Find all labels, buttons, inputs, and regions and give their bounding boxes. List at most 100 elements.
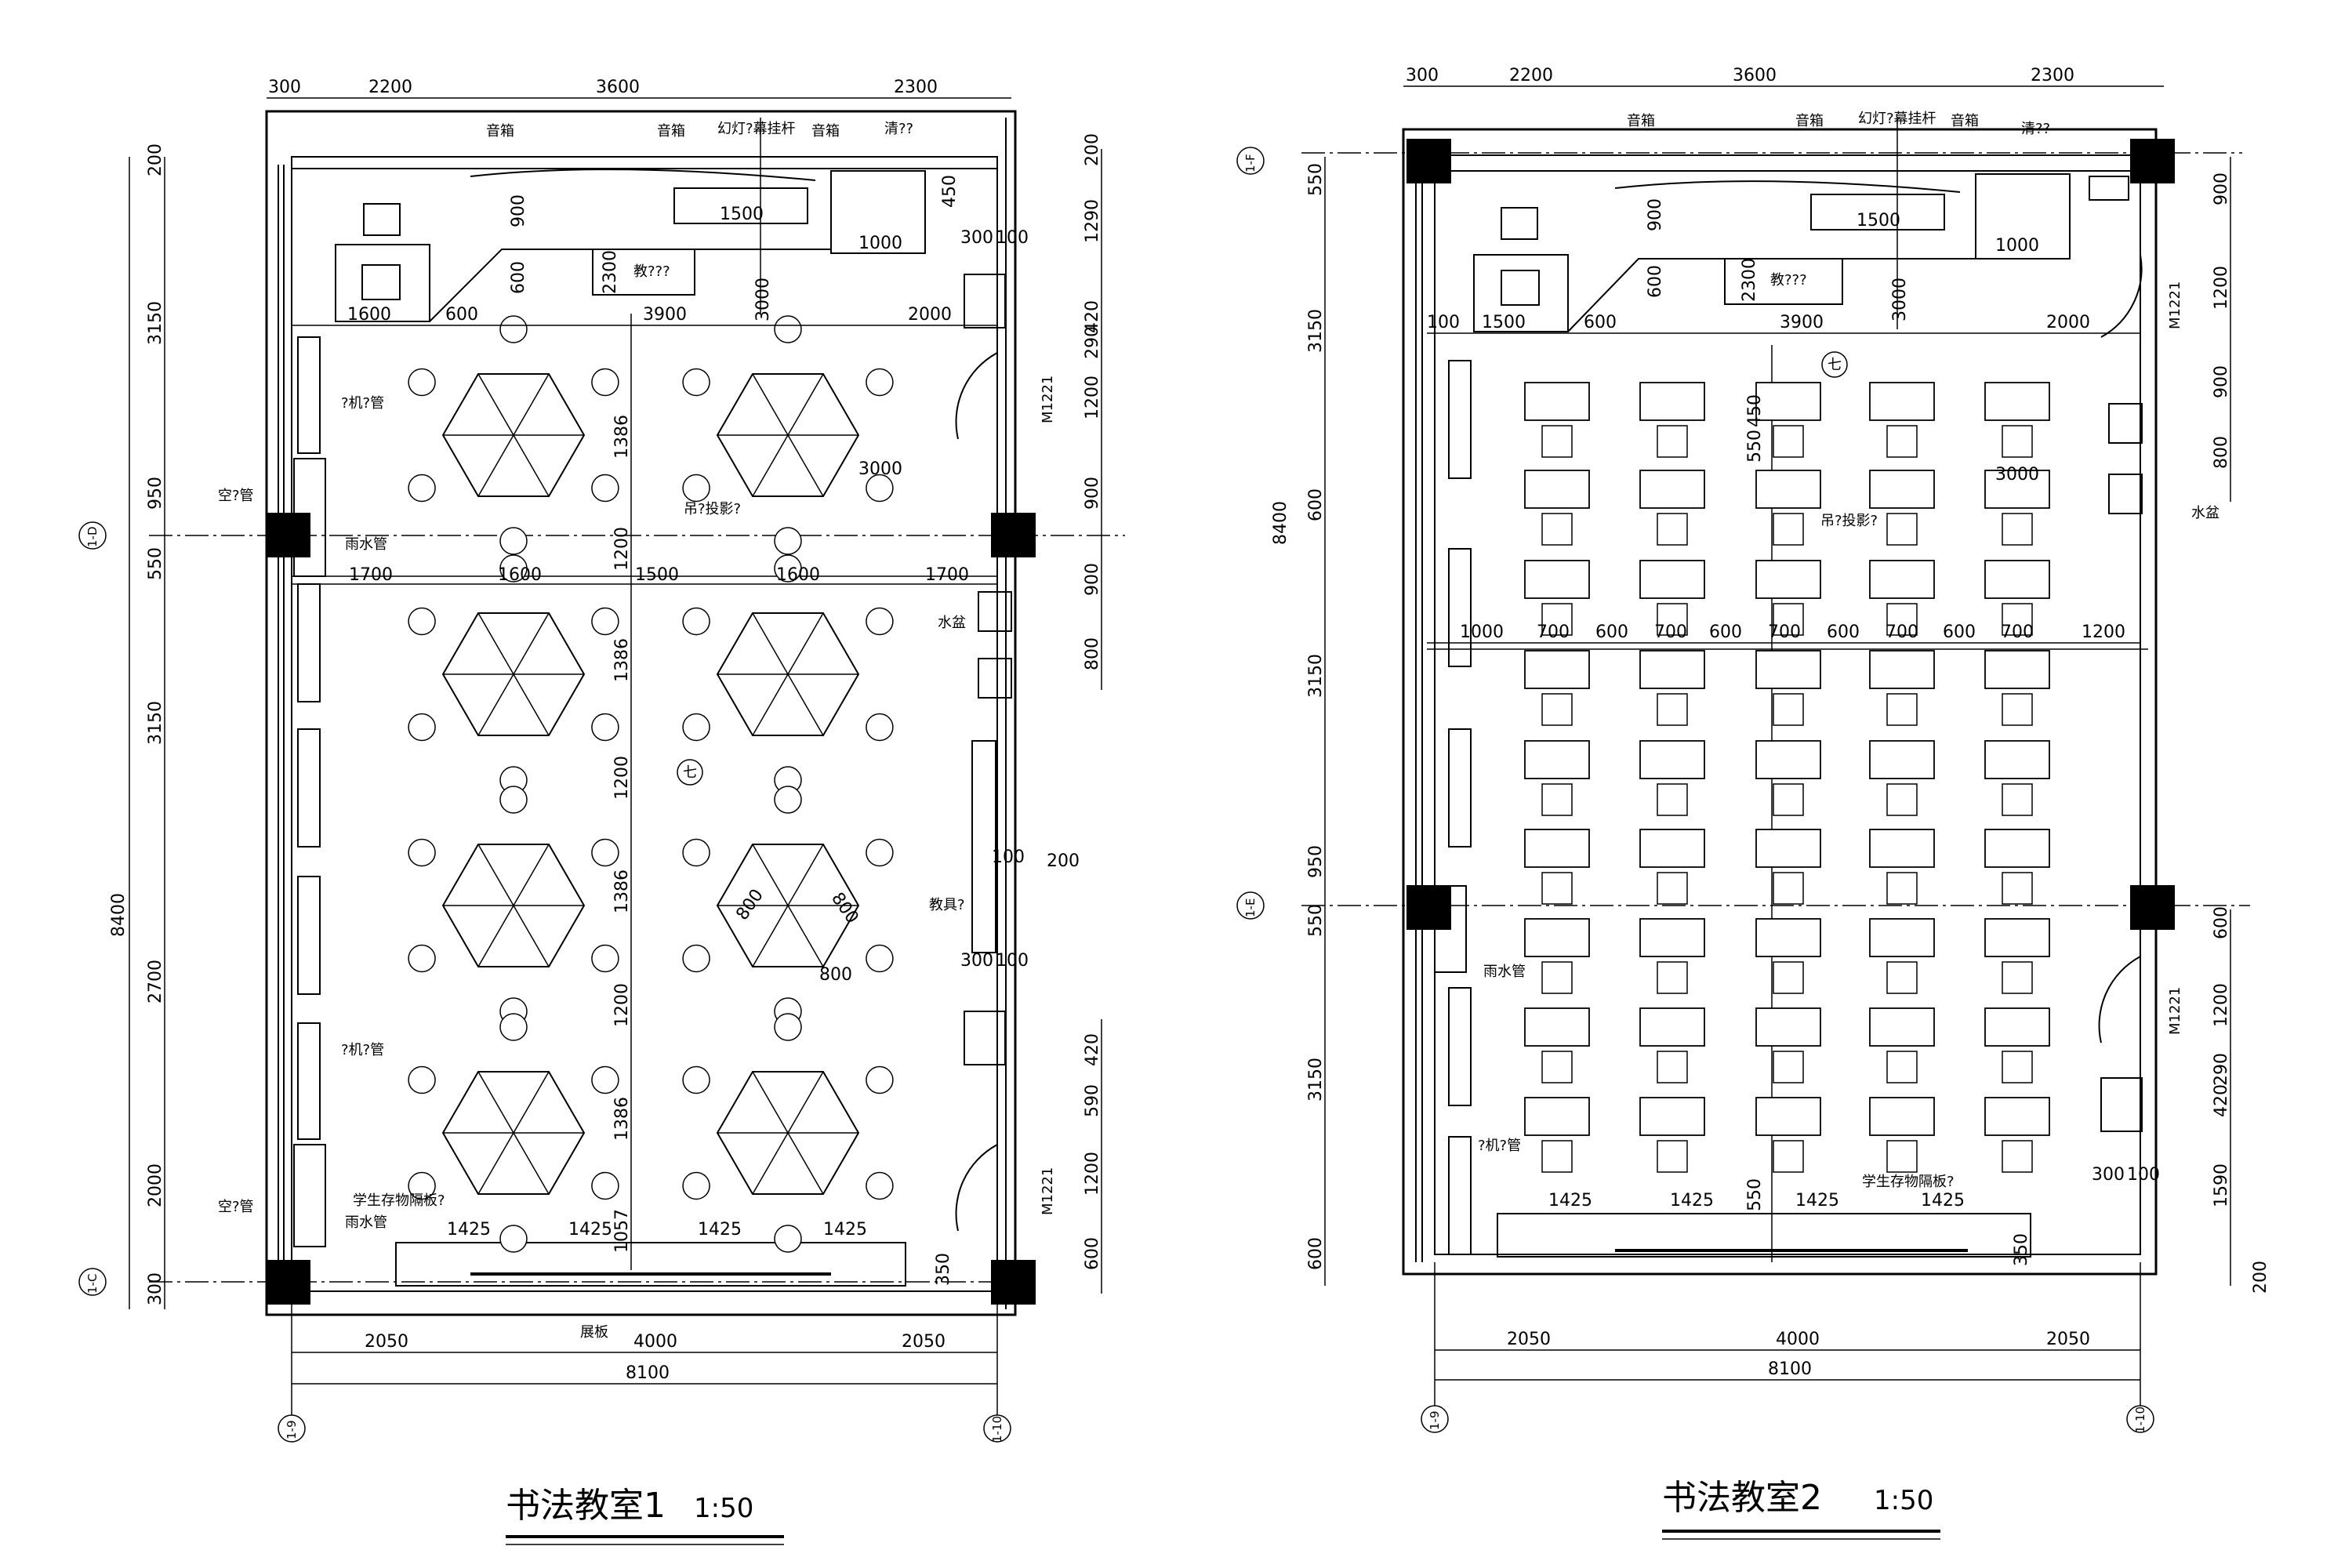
dim-text: 350 bbox=[2012, 1233, 2031, 1266]
chair bbox=[1657, 783, 1688, 816]
desk bbox=[1869, 918, 1935, 957]
desk bbox=[1755, 560, 1821, 599]
dim-text: 200 bbox=[1047, 851, 1080, 871]
desk bbox=[1984, 918, 2050, 957]
desk bbox=[1639, 1007, 1705, 1047]
dim-text: 550 bbox=[146, 547, 165, 580]
stool bbox=[866, 1171, 894, 1200]
plan1-screen-box bbox=[673, 187, 808, 224]
dim-text: 800 bbox=[827, 889, 862, 927]
desk bbox=[1869, 382, 1935, 421]
hex-table-divider bbox=[477, 434, 514, 497]
dim-text: 2050 bbox=[365, 1332, 408, 1352]
chair bbox=[1541, 513, 1573, 546]
stool bbox=[499, 786, 528, 814]
hex-table-divider bbox=[477, 673, 514, 736]
dim-text: 900 bbox=[2212, 172, 2231, 205]
desk bbox=[1755, 1007, 1821, 1047]
desk bbox=[1869, 470, 1935, 509]
plan1-chair bbox=[363, 203, 401, 236]
dim-text: 300 bbox=[960, 951, 993, 971]
dim-text: 1386 bbox=[612, 1097, 632, 1141]
projector-rail-label: 幻灯?幕挂杆 bbox=[1858, 111, 1936, 127]
plan1-labels: 音箱 音箱 音箱 幻灯?幕挂杆 清?? 教??? ?机?管 空?管 雨水管 吊?… bbox=[218, 121, 1056, 1341]
storage-label: 学生存物隔板? bbox=[353, 1192, 445, 1209]
desk bbox=[1639, 918, 1705, 957]
desk bbox=[1984, 382, 2050, 421]
dim-text: 3900 bbox=[1780, 313, 1824, 332]
stool bbox=[591, 1171, 619, 1200]
dim-text: 550 bbox=[1306, 904, 1326, 937]
dim-text: 600 bbox=[1595, 622, 1628, 642]
hex-table-divider bbox=[787, 612, 824, 675]
dim-text: 290 bbox=[2212, 1053, 2231, 1086]
hex-table-divider bbox=[787, 905, 824, 967]
plan1-fixture bbox=[964, 274, 1006, 328]
plan2-column bbox=[2130, 885, 2175, 930]
stool bbox=[591, 607, 619, 636]
axis-label: 1-D bbox=[85, 526, 100, 547]
desk bbox=[1524, 382, 1590, 421]
axis-label: 1-E bbox=[1243, 898, 1258, 917]
dim-text: 290 bbox=[1083, 326, 1102, 359]
plan2-column bbox=[1406, 885, 1451, 930]
hex-table-divider bbox=[787, 844, 824, 906]
plan2-door-swing bbox=[2100, 254, 2143, 338]
plan1-lectern bbox=[335, 244, 430, 322]
dim-text: 100 bbox=[992, 848, 1025, 867]
dim-text: 3150 bbox=[1306, 1058, 1326, 1102]
dim-text: 2200 bbox=[368, 78, 412, 97]
dim-text: 100 bbox=[2127, 1165, 2160, 1185]
desk bbox=[1869, 829, 1935, 868]
chair bbox=[1541, 1051, 1573, 1083]
dim-text: 600 bbox=[1646, 265, 1665, 298]
desk bbox=[1869, 740, 1935, 779]
plan2-bottom-dimensions: 2050 4000 2050 8100 bbox=[1435, 1330, 2140, 1381]
chair bbox=[1541, 693, 1573, 726]
hex-table-divider bbox=[477, 1132, 514, 1195]
chair bbox=[2002, 603, 2033, 636]
chair bbox=[1773, 1140, 1804, 1173]
dim-text: 590 bbox=[1083, 1084, 1102, 1117]
stool bbox=[408, 838, 436, 867]
plan1-tool-cabinet bbox=[971, 740, 996, 953]
stool bbox=[591, 474, 619, 503]
desk bbox=[1869, 1007, 1935, 1047]
dim-text: 1500 bbox=[720, 205, 764, 224]
chair bbox=[1773, 693, 1804, 726]
dim-text: 2300 bbox=[894, 78, 938, 97]
ac-pipe-label: 空?管 bbox=[218, 1199, 254, 1215]
plan2-cabinet bbox=[1448, 548, 1472, 667]
dim-text: 1700 bbox=[925, 565, 969, 585]
dim-text: 1500 bbox=[635, 565, 679, 585]
speaker-label: 音箱 bbox=[1951, 113, 1979, 129]
plan1-column bbox=[266, 513, 310, 557]
chair bbox=[1773, 603, 1804, 636]
dim-text: 300 bbox=[1406, 66, 1439, 85]
plan2-row2-dimensions: 100 1500 600 3900 2000 bbox=[1427, 313, 2140, 334]
dim-text: 3600 bbox=[1733, 66, 1777, 85]
dim-text: 600 bbox=[1827, 622, 1860, 642]
hex-table-divider bbox=[752, 1071, 789, 1134]
chair bbox=[2002, 425, 2033, 458]
dim-text: 950 bbox=[146, 477, 165, 510]
plan2-screen-curve bbox=[1614, 180, 1961, 193]
stool bbox=[591, 713, 619, 742]
chair bbox=[1886, 783, 1918, 816]
stool bbox=[682, 1065, 710, 1094]
hex-table-divider bbox=[513, 1071, 550, 1134]
chair bbox=[1541, 425, 1573, 458]
speaker-label: 音箱 bbox=[1627, 113, 1655, 129]
chair bbox=[2002, 783, 2033, 816]
plan2-right-dimensions: 900 1200 900 800 600 1200 290 420 1590 2… bbox=[2212, 157, 2270, 1294]
door-label: M1221 bbox=[1040, 1167, 1056, 1215]
axis-label: 1-F bbox=[1243, 154, 1258, 172]
axis-bubble bbox=[78, 521, 107, 550]
desk bbox=[1524, 740, 1590, 779]
plan1-column bbox=[266, 1260, 310, 1305]
hex-table-divider bbox=[477, 612, 514, 675]
hex-table-divider bbox=[513, 673, 550, 736]
plan2-pipe-box bbox=[1434, 885, 1467, 973]
chair bbox=[1886, 425, 1918, 458]
desk bbox=[1755, 470, 1821, 509]
